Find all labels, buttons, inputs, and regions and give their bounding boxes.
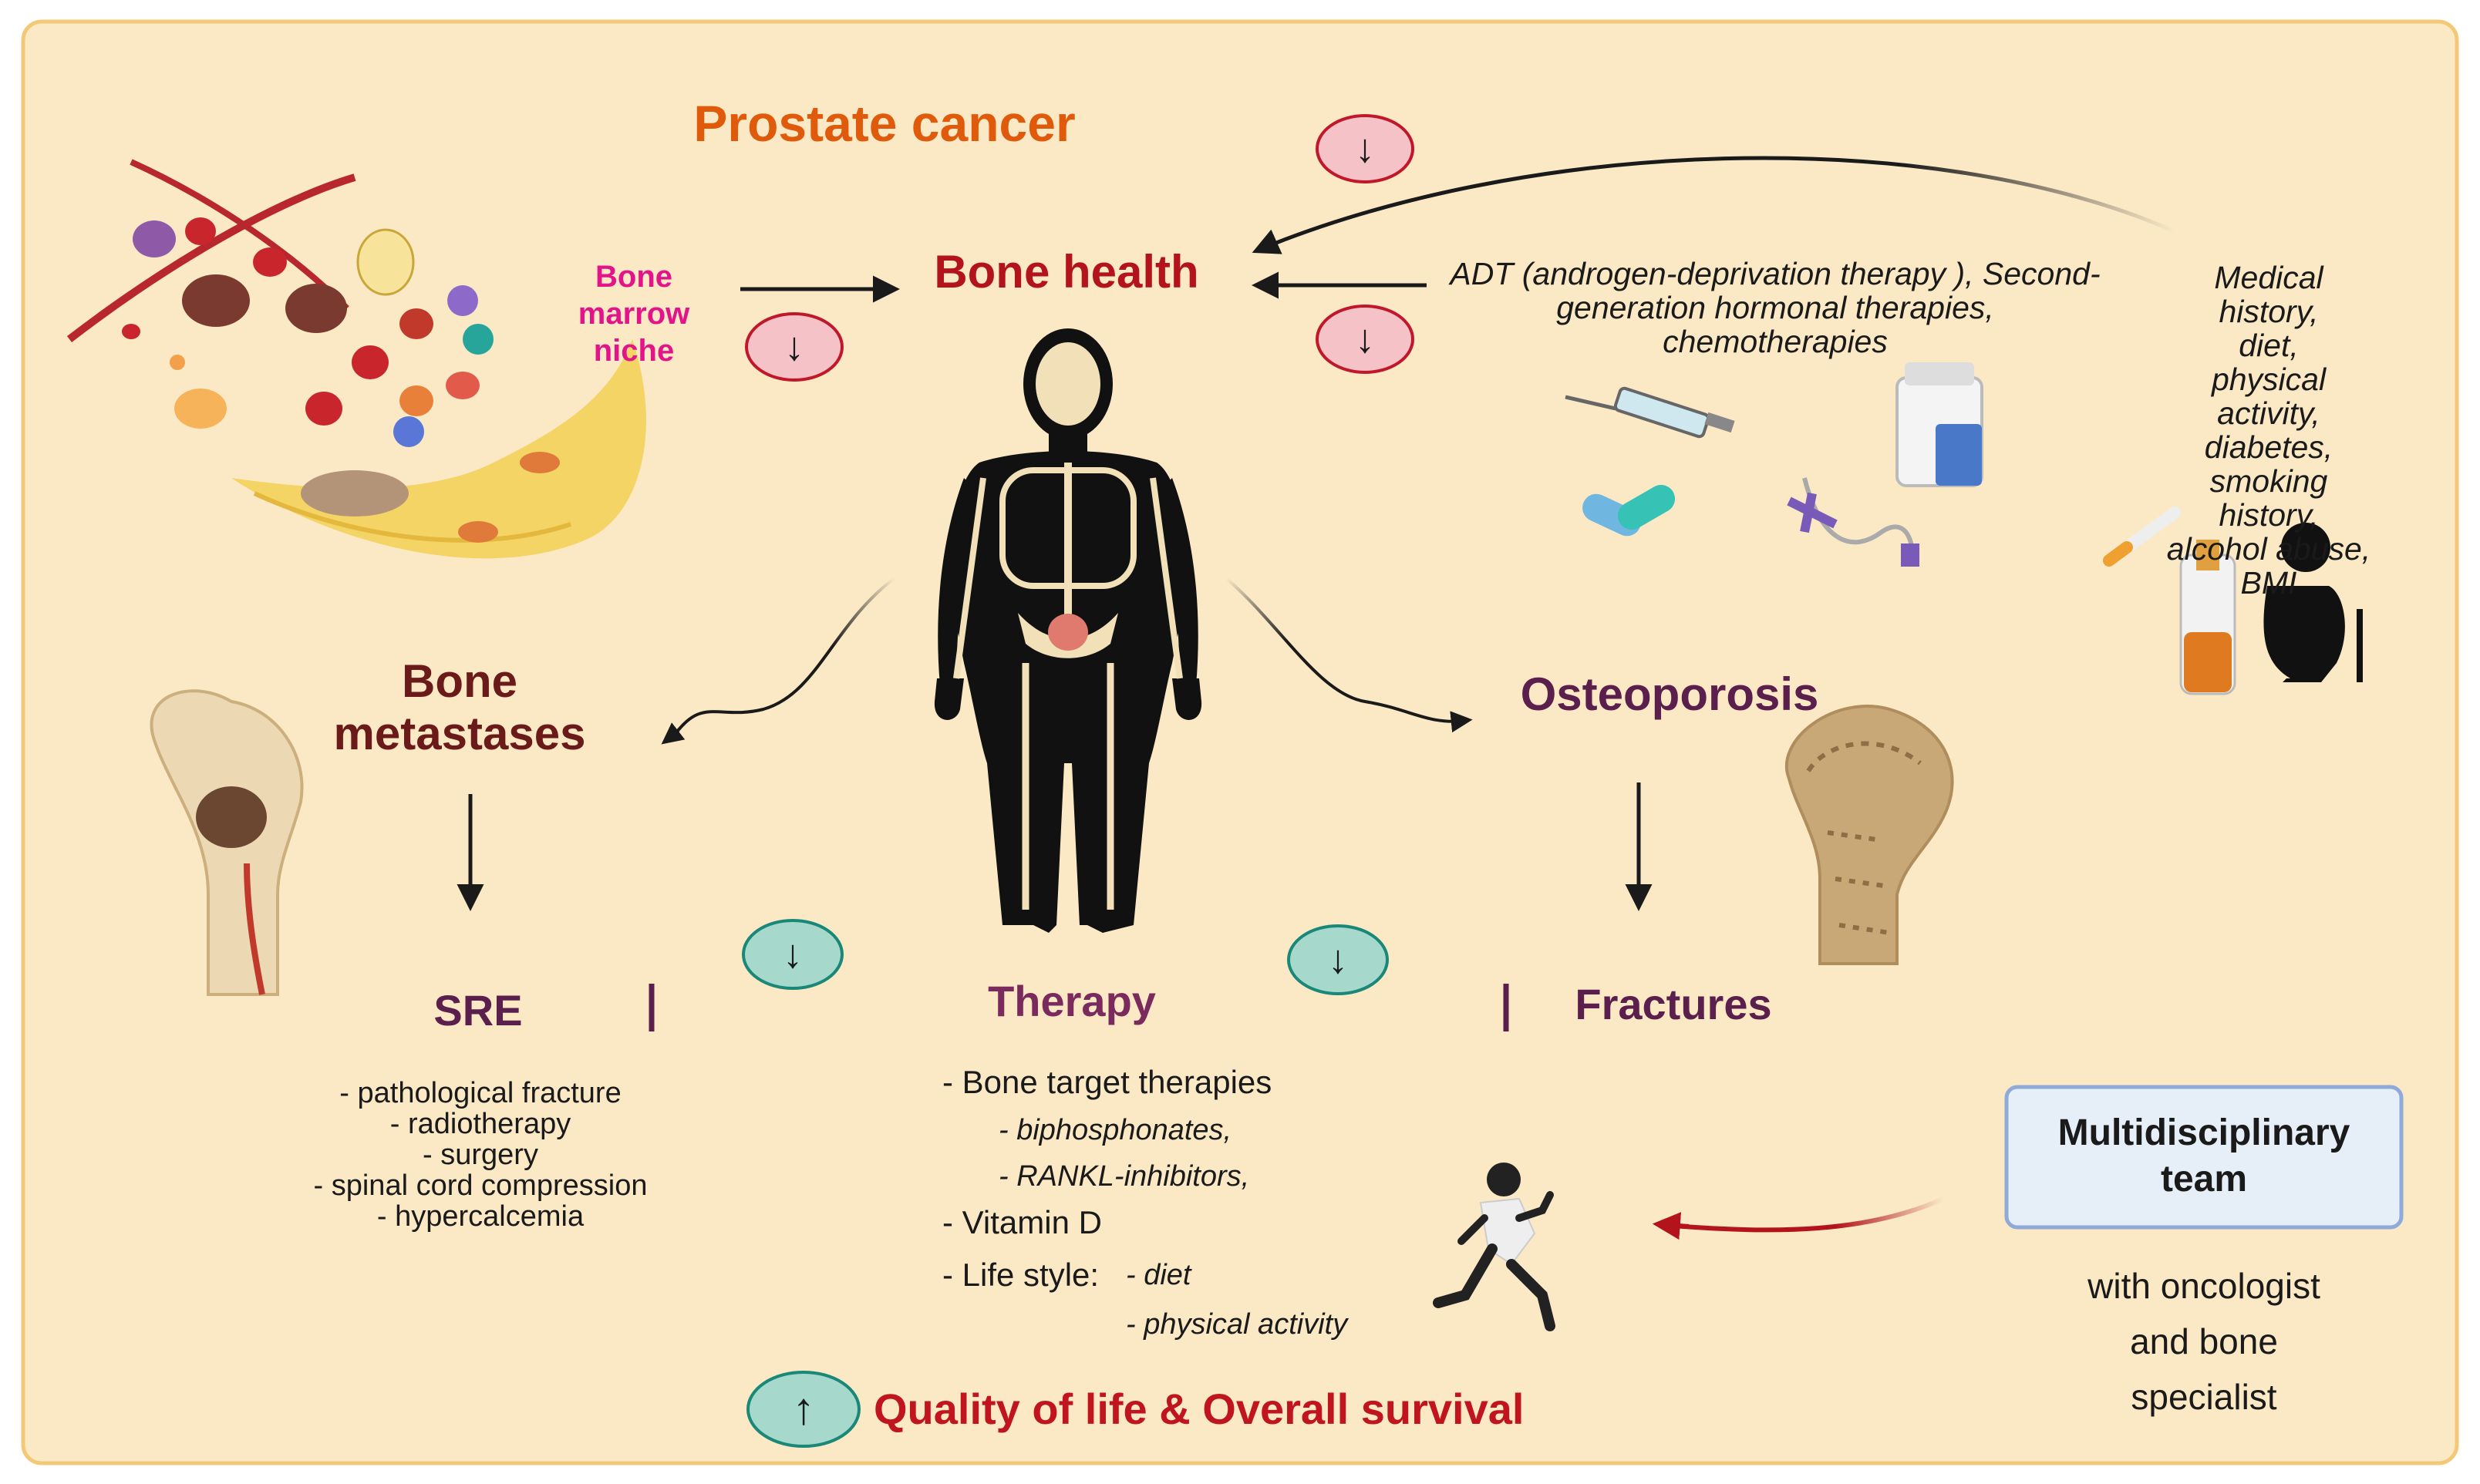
therapy-rankl: - RANKL-inhibitors, [999, 1160, 1250, 1193]
sre-label: SRE [433, 986, 523, 1035]
sre-item: - radiotherapy [389, 1108, 571, 1140]
osteoporosis-femur [1784, 705, 1954, 965]
therapy-life-style: - Life style: [942, 1257, 1100, 1293]
title-prostate-cancer: Prostate cancer [693, 95, 1076, 152]
down-badge-top [1316, 114, 1414, 183]
up-badge-outcome [746, 1371, 861, 1448]
therapy-vitamin-d: - Vitamin D [942, 1204, 1102, 1240]
multidisciplinary-team-box [2004, 1085, 2404, 1230]
elderly-person-icon [2263, 523, 2363, 682]
capsules-icon [1582, 485, 1676, 537]
multidisciplinary-team-label: Multidisciplinary team [2057, 1112, 2350, 1200]
therapy-bone-target: - Bone target therapies [942, 1064, 1272, 1100]
down-badge-niche [745, 312, 844, 382]
to-bone-metastases-squiggle [669, 577, 896, 742]
therapy-label: Therapy [988, 977, 1156, 1025]
down-arrow-icon: ↓ [1355, 126, 1375, 171]
osteoporosis-label: Osteoporosis [1520, 668, 1819, 720]
therapy-physical-activity: - physical activity [1126, 1308, 1348, 1341]
down-badge-sre [742, 919, 844, 990]
outcome-label: Quality of life & Overall survival [874, 1385, 1525, 1433]
team-to-lifestyle-arrow [1673, 1196, 1945, 1233]
syringe-icon [1565, 386, 1735, 439]
risk-factors-to-bone-health-arc [1256, 156, 2176, 253]
iv-catheter-icon [1787, 477, 1919, 567]
therapy-bisphosphonates: - biphosphonates, [999, 1114, 1232, 1146]
sre-item: - surgery [423, 1139, 538, 1171]
risk-factors-text: Medical history, diet, physical activity… [2166, 260, 2371, 601]
fractures-label: Fractures [1575, 980, 1772, 1028]
down-arrow-icon: ↓ [783, 932, 803, 977]
down-arrow-icon: ↓ [1355, 317, 1375, 362]
human-skeleton-figure [934, 328, 1202, 933]
treatments-text: ADT (androgen-deprivation therapy ), Sec… [1450, 256, 2101, 359]
alcohol-bottle-icon [2179, 540, 2236, 695]
bone-metastases-femur [150, 689, 304, 996]
up-arrow-icon: ↑ [792, 1384, 815, 1434]
down-badge-treatments [1316, 305, 1414, 374]
sre-item: - hypercalcemia [376, 1200, 585, 1233]
bone-health-label: Bone health [934, 246, 1199, 298]
runner-icon [1433, 1163, 1555, 1331]
down-arrow-icon: ↓ [1328, 937, 1348, 982]
bone-marrow-niche-label: Bone marrow niche [578, 260, 690, 368]
team-with-text: with oncologist and bone specialist [2087, 1266, 2320, 1417]
pill-bottle-icon [1895, 362, 1983, 487]
bone-marrow-niche-illustration [66, 159, 646, 559]
down-badge-fractures [1287, 924, 1389, 995]
therapy-diet: - diet [1126, 1259, 1191, 1291]
sre-item: - spinal cord compression [313, 1169, 648, 1202]
bone-metastases-label: Bone metastases [333, 655, 586, 759]
cigarette-icon [2103, 506, 2181, 567]
sre-item: - pathological fracture [339, 1077, 622, 1109]
down-arrow-icon: ↓ [784, 325, 804, 369]
to-osteoporosis-squiggle [1225, 577, 1466, 723]
